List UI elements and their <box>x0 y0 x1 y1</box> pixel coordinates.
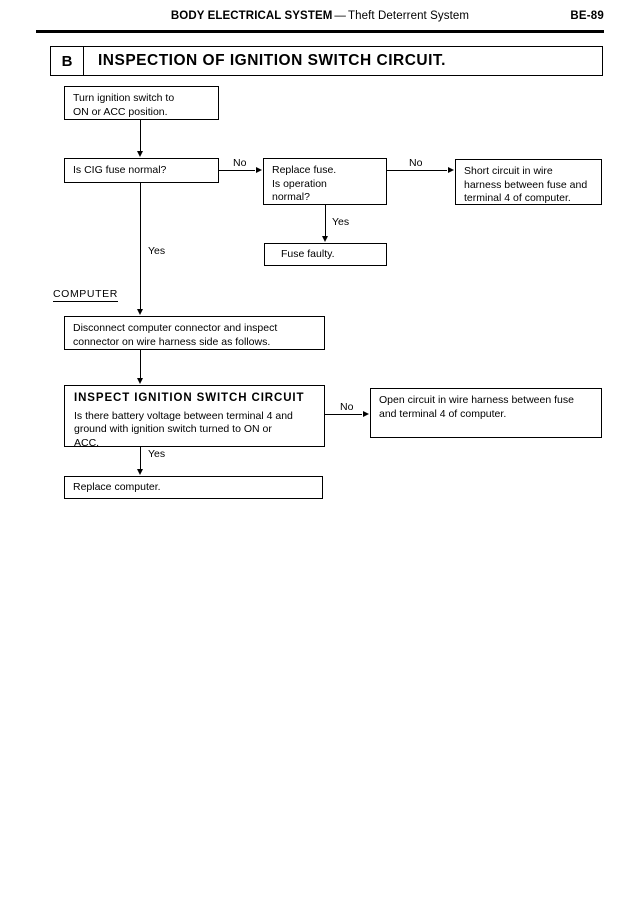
flow-node-cig-fuse-check: Is CIG fuse normal? <box>64 158 219 183</box>
flow-node-start: Turn ignition switch to ON or ACC positi… <box>64 86 219 120</box>
group-label-computer: COMPUTER <box>53 288 118 302</box>
flow-node-inspect-line-2: ground with ignition switch turned to ON… <box>74 423 272 435</box>
flow-node-disconnect-connector-line-2: connector on wire harness side as follow… <box>73 335 271 348</box>
flow-arrowhead-replace-fuse-to-short-circuit <box>448 167 454 173</box>
flow-node-replace-fuse-line-2: Is operation <box>272 177 327 190</box>
page-running-header: BODY ELECTRICAL SYSTEM—Theft Deterrent S… <box>0 10 640 30</box>
header-title: BODY ELECTRICAL SYSTEM—Theft Deterrent S… <box>0 10 640 22</box>
flow-node-inspect-line-3: ACC. <box>74 436 100 449</box>
flow-edge-start-to-cig-fuse-check <box>140 120 142 152</box>
flow-arrowhead-cig-fuse-check-to-disconnect-connector <box>136 309 143 315</box>
flow-node-disconnect-connector: Disconnect computer connector and inspec… <box>64 316 325 350</box>
flow-arrowhead-inspect-to-open-circuit <box>363 411 369 417</box>
flow-node-short-circuit-line-1: Short circuit in wire <box>464 165 553 177</box>
section-title-bar: B INSPECTION OF IGNITION SWITCH CIRCUIT. <box>50 46 603 76</box>
flow-node-disconnect-connector-line-1: Disconnect computer connector and inspec… <box>73 322 278 334</box>
flow-node-fuse-faulty-line-1: Fuse faulty. <box>281 247 335 260</box>
flow-edge-replace-fuse-to-short-circuit <box>387 170 447 172</box>
flow-node-start-line-1: Turn ignition switch to <box>73 92 175 104</box>
flow-node-inspect-line-1: Is there battery voltage between termina… <box>74 409 293 422</box>
section-letter: B <box>51 47 84 75</box>
flow-node-open-circuit: Open circuit in wire harness between fus… <box>370 388 602 438</box>
flow-arrowhead-disconnect-connector-to-inspect <box>136 378 143 384</box>
flow-node-replace-fuse: Replace fuse. Is operation normal? <box>263 158 387 205</box>
flow-node-replace-fuse-line-1: Replace fuse. <box>272 164 337 176</box>
flow-edge-label-no-2: No <box>408 157 424 169</box>
flow-edge-replace-fuse-to-fuse-faulty <box>325 205 327 237</box>
flow-node-inspect-ignition-switch-circuit: INSPECT IGNITION SWITCH CIRCUIT Is there… <box>64 385 325 449</box>
flow-node-replace-computer-line-1: Replace computer. <box>73 480 161 493</box>
flow-node-short-circuit-line-3: terminal 4 of computer. <box>464 192 571 204</box>
flow-edge-label-no-1: No <box>232 157 248 169</box>
header-subsystem-title: Theft Deterrent System <box>348 10 470 22</box>
header-dash: — <box>334 10 347 22</box>
flow-node-short-circuit: Short circuit in wire harness between fu… <box>455 159 602 205</box>
flow-node-replace-computer: Replace computer. <box>64 476 323 499</box>
flow-edge-cig-fuse-check-to-disconnect-connector <box>140 183 142 310</box>
flow-arrowhead-replace-fuse-to-fuse-faulty <box>321 236 328 242</box>
flow-edge-label-yes-1: Yes <box>331 216 351 228</box>
flow-arrowhead-inspect-to-replace-computer <box>136 469 143 475</box>
flow-node-open-circuit-line-2: and terminal 4 of computer. <box>379 407 507 420</box>
flow-edge-inspect-to-open-circuit <box>325 414 362 416</box>
flow-node-cig-fuse-check-line-1: Is CIG fuse normal? <box>73 163 167 176</box>
flow-edge-label-yes-2: Yes <box>147 245 167 257</box>
flow-node-short-circuit-line-2: harness between fuse and <box>464 178 588 191</box>
flow-node-open-circuit-line-1: Open circuit in wire harness between fus… <box>379 394 574 406</box>
flow-arrowhead-cig-fuse-check-to-replace-fuse <box>256 167 262 173</box>
flow-edge-disconnect-connector-to-inspect <box>140 350 142 379</box>
page-title: INSPECTION OF IGNITION SWITCH CIRCUIT. <box>98 52 446 69</box>
flow-edge-cig-fuse-check-to-replace-fuse <box>219 170 255 172</box>
flow-node-fuse-faulty: Fuse faulty. <box>264 243 387 266</box>
flow-node-inspect-title: INSPECT IGNITION SWITCH CIRCUIT <box>74 392 305 404</box>
flow-node-start-line-2: ON or ACC position. <box>73 105 168 118</box>
flow-edge-label-yes-3: Yes <box>147 448 167 460</box>
page-number: BE-89 <box>570 10 604 22</box>
header-divider-rule <box>36 30 604 33</box>
flow-edge-inspect-to-replace-computer <box>140 447 142 470</box>
header-system-title: BODY ELECTRICAL SYSTEM <box>170 10 333 22</box>
flow-edge-label-no-3: No <box>339 401 355 413</box>
flow-arrowhead-start-to-cig-fuse-check <box>136 151 143 157</box>
flow-node-replace-fuse-line-3: normal? <box>272 191 310 203</box>
